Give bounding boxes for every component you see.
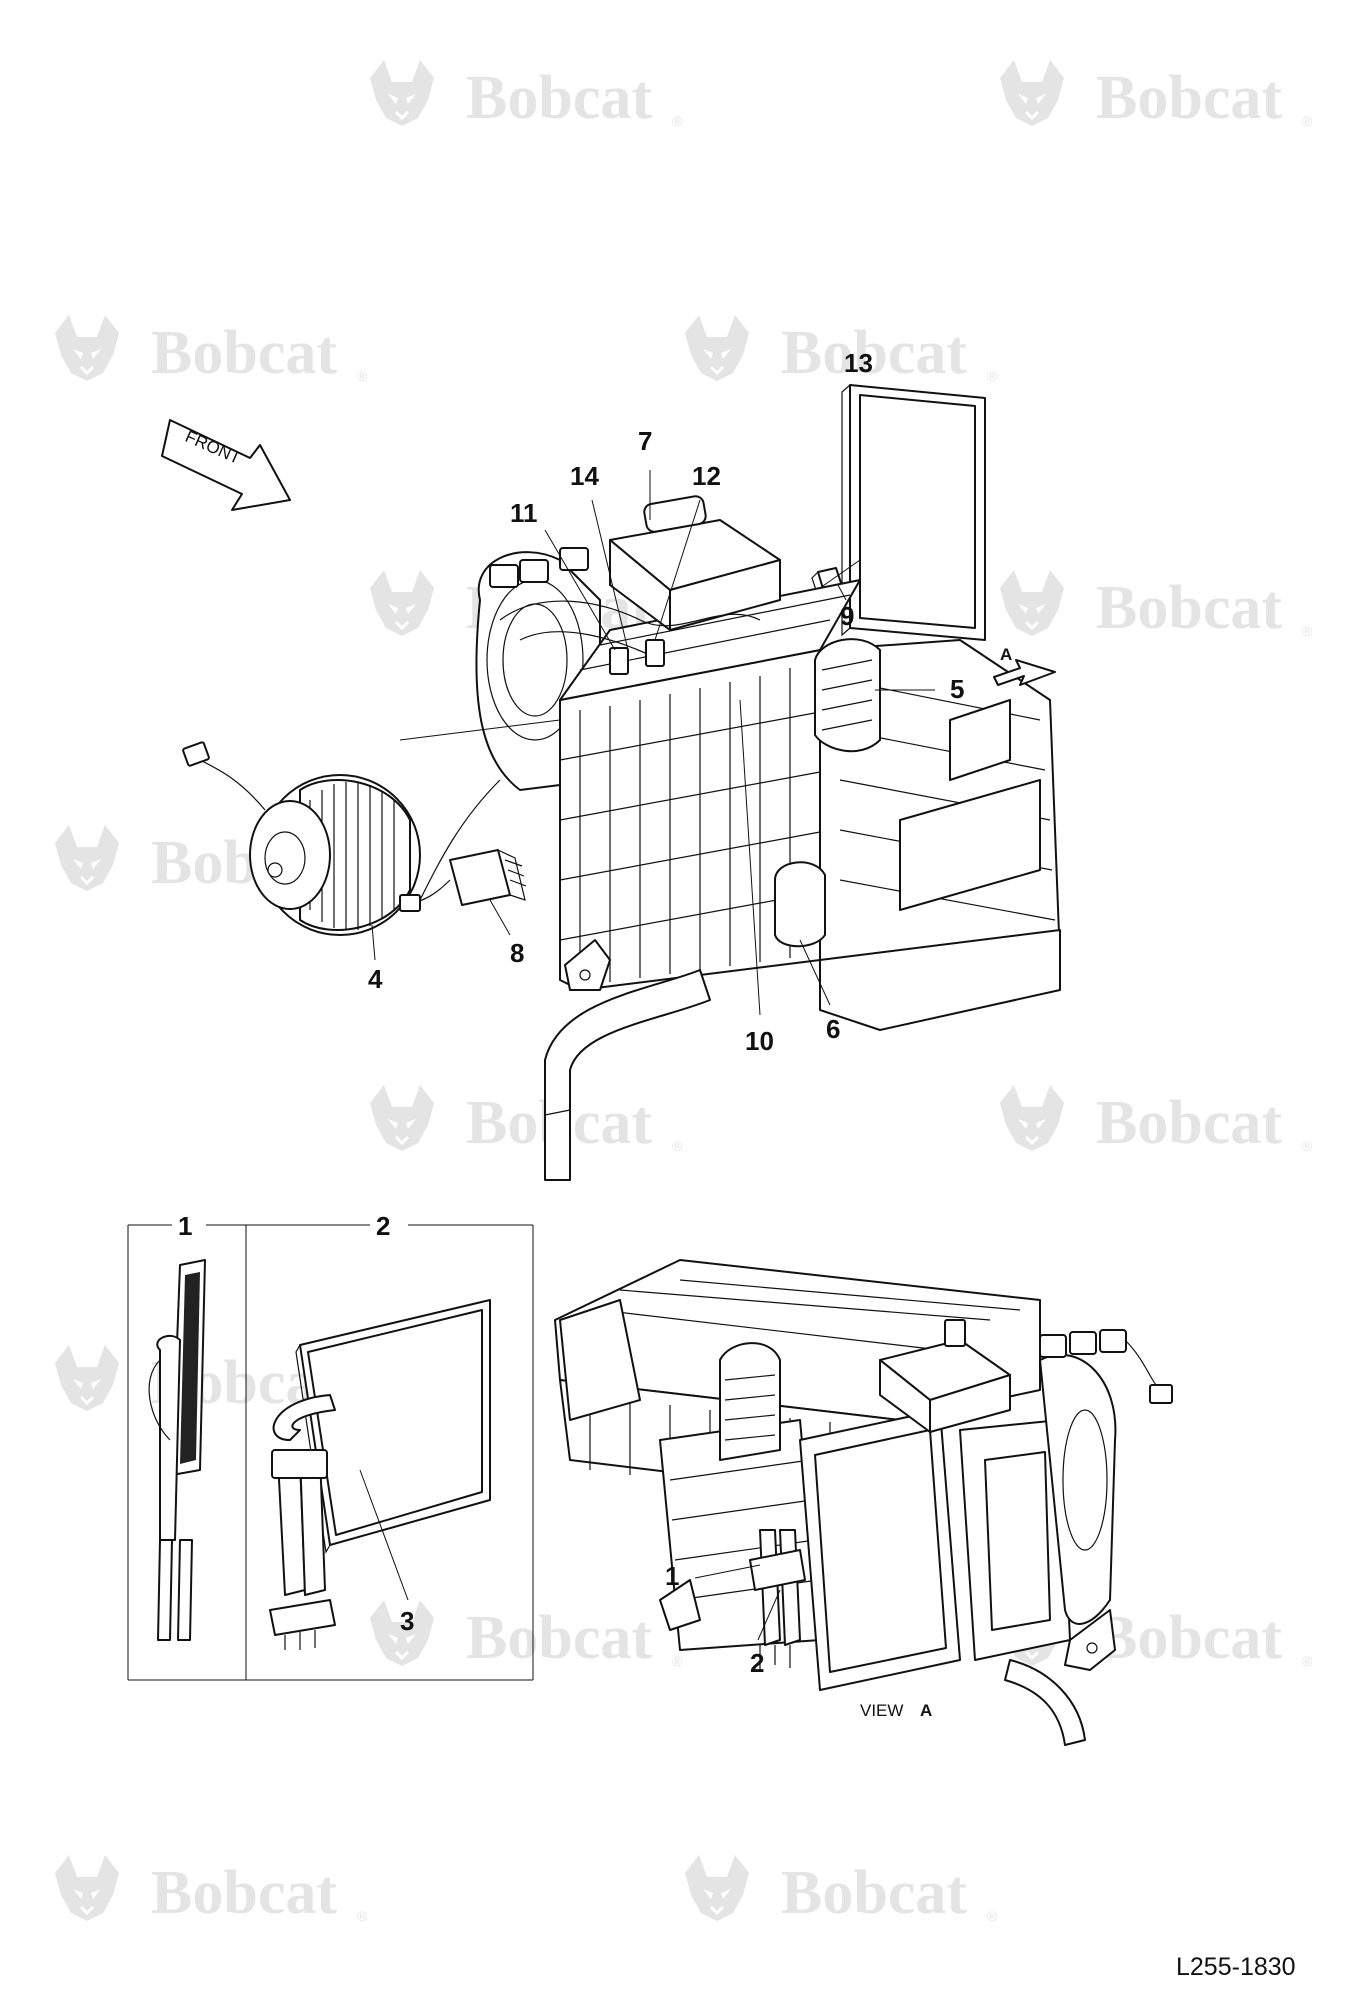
watermark-mark: ® xyxy=(987,368,998,384)
callout-5: 5 xyxy=(950,674,964,704)
watermark-mark: ® xyxy=(1302,623,1313,639)
callout-14: 14 xyxy=(570,461,599,491)
callout-11: 11 xyxy=(510,498,538,528)
watermark-13: Bobcat ® xyxy=(368,1598,683,1672)
callout-6: 6 xyxy=(826,1014,840,1044)
view-a-arrow-label: A xyxy=(1000,645,1012,664)
watermark-mark: ® xyxy=(672,113,683,129)
watermark-15: Bobcat ® xyxy=(53,1853,368,1927)
detail-callout-3: 3 xyxy=(400,1606,414,1636)
heater-core-1 xyxy=(148,1259,206,1641)
watermark-2: Bobcat ® xyxy=(998,58,1313,132)
diagram-reference-number: L255-1830 xyxy=(1176,1953,1296,1981)
watermark-1: Bobcat ® xyxy=(368,58,683,132)
blower-resistor-8 xyxy=(399,779,527,912)
detail-panel: 1 2 3 xyxy=(127,1211,534,1681)
watermark-mark: ® xyxy=(672,1653,683,1669)
view-a-caption-prefix: VIEW xyxy=(860,1701,903,1720)
watermark-text: Bobcat xyxy=(781,319,967,387)
watermark-text: Bobcat xyxy=(781,1859,967,1927)
detail-callout-1: 1 xyxy=(178,1211,192,1241)
callout-13: 13 xyxy=(844,348,873,378)
hvac-housing-main xyxy=(475,495,1061,1181)
view-a-arrow: A xyxy=(993,645,1056,686)
watermark-10: Bobcat ® xyxy=(998,1083,1313,1157)
callout-12: 12 xyxy=(692,461,721,491)
watermark-text: Bobcat xyxy=(1096,574,1282,642)
watermark-text: Bobcat xyxy=(466,64,652,132)
callout-9: 9 xyxy=(840,601,854,631)
evaporator-core-2 xyxy=(269,1299,491,1650)
watermark-mark: ® xyxy=(987,1908,998,1924)
detail-callout-2: 2 xyxy=(376,1211,390,1241)
watermark-14: Bobcat ® xyxy=(998,1598,1313,1672)
watermark-text: Bobcat xyxy=(1096,1604,1282,1672)
watermark-16: Bobcat ® xyxy=(683,1853,998,1927)
callout-7: 7 xyxy=(638,426,652,456)
watermark-mark: ® xyxy=(357,368,368,384)
watermark-text: Bobcat xyxy=(151,1859,337,1927)
view-a-caption-letter: A xyxy=(920,1701,932,1720)
view-a-callout-2: 2 xyxy=(750,1648,764,1678)
main-callouts: 13 7 14 12 11 9 5 4 8 10 6 xyxy=(368,348,964,1056)
view-a-assembly: 1 2 VIEW A xyxy=(554,1259,1173,1746)
callout-10: 10 xyxy=(745,1026,774,1056)
watermark-3: Bobcat ® xyxy=(53,313,368,387)
watermark-mark: ® xyxy=(672,1138,683,1154)
watermark-6: Bobcat ® xyxy=(998,568,1313,642)
view-a-callout-1: 1 xyxy=(665,1561,679,1591)
watermark-4: Bobcat ® xyxy=(683,313,998,387)
callout-4: 4 xyxy=(368,964,383,994)
watermark-text: Bobcat xyxy=(466,1604,652,1672)
front-arrow: FRONT xyxy=(161,419,291,511)
watermark-mark: ® xyxy=(1302,1653,1313,1669)
callout-8: 8 xyxy=(510,938,524,968)
watermark-text: Bobcat xyxy=(151,319,337,387)
watermark-mark: ® xyxy=(1302,1138,1313,1154)
blower-motor-4 xyxy=(182,741,421,936)
watermark-text: Bobcat xyxy=(1096,64,1282,132)
cabin-filter-13 xyxy=(841,384,986,641)
watermark-mark: ® xyxy=(1302,113,1313,129)
watermark-9: Bobcat ® xyxy=(368,1083,683,1157)
watermark-text: Bobcat xyxy=(1096,1089,1282,1157)
watermark-mark: ® xyxy=(357,1908,368,1924)
